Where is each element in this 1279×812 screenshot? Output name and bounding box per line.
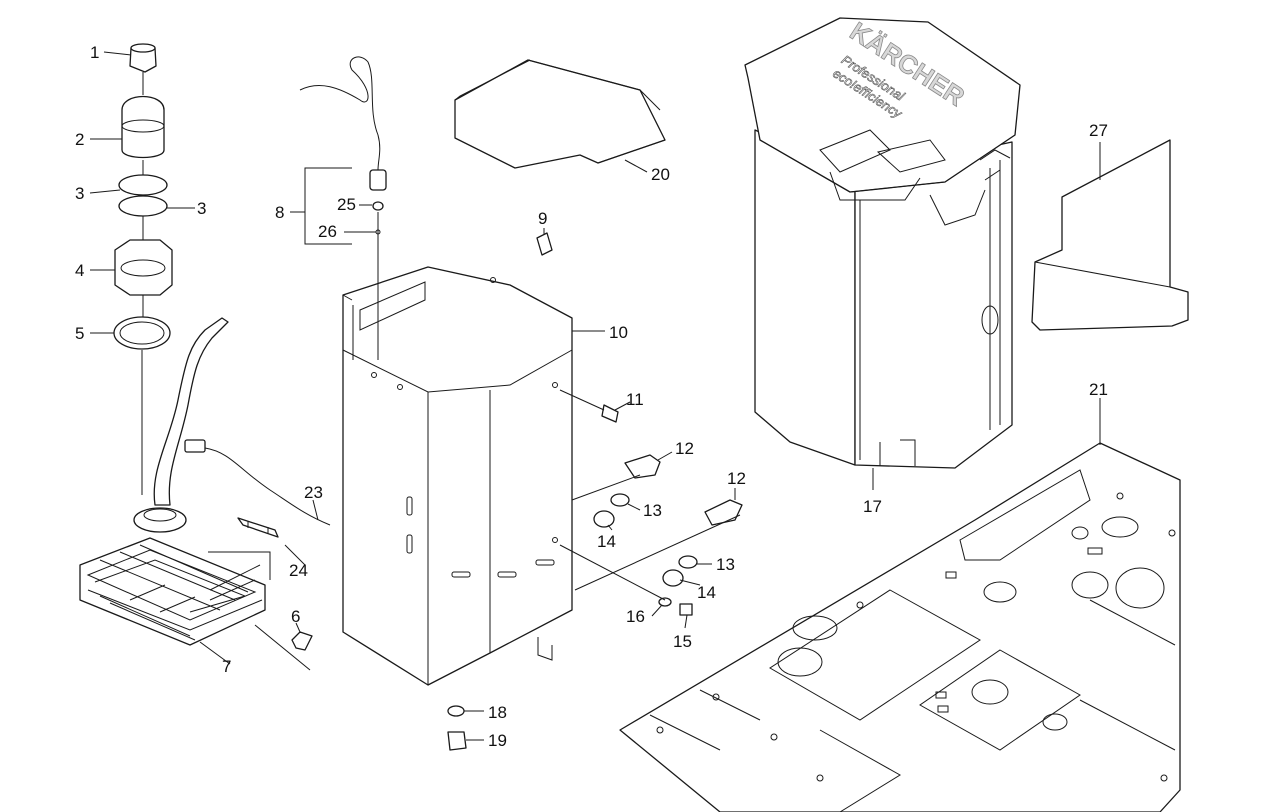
label-9: 9 — [538, 209, 547, 228]
label-12b: 12 — [727, 469, 746, 488]
heating-coil — [79, 317, 266, 646]
label-13b: 13 — [716, 555, 735, 574]
label-7: 7 — [222, 657, 231, 676]
label-26: 26 — [318, 222, 337, 241]
label-8: 8 — [275, 203, 284, 222]
label-4: 4 — [75, 261, 84, 280]
tank-housing: KÄRCHER Professional eco!efficiency — [744, 15, 1021, 469]
label-20: 20 — [651, 165, 670, 184]
label-23: 23 — [304, 483, 323, 502]
leader-lines — [89, 51, 1101, 741]
label-16: 16 — [626, 607, 645, 626]
insulation-plate — [454, 59, 666, 169]
clip — [237, 517, 279, 538]
label-3a: 3 — [75, 184, 84, 203]
label-13a: 13 — [643, 501, 662, 520]
label-14a: 14 — [597, 532, 616, 551]
drain-parts — [447, 232, 553, 751]
label-24: 24 — [289, 561, 308, 580]
label-14b: 14 — [697, 583, 716, 602]
label-5: 5 — [75, 324, 84, 343]
label-27: 27 — [1089, 121, 1108, 140]
label-12a: 12 — [675, 439, 694, 458]
part-number-labels: 1 2 3 3 4 5 6 7 8 9 10 11 12 12 13 13 14… — [75, 43, 1108, 750]
sensor-cable — [184, 439, 331, 526]
sensor-probe — [299, 56, 387, 360]
cover-panel — [1031, 139, 1189, 331]
label-10: 10 — [609, 323, 628, 342]
elbow-fittings — [559, 389, 743, 616]
clamp — [291, 631, 313, 651]
label-1: 1 — [90, 43, 99, 62]
label-19: 19 — [488, 731, 507, 750]
inner-tank — [342, 266, 573, 686]
label-2: 2 — [75, 130, 84, 149]
label-3b: 3 — [197, 199, 206, 218]
label-6: 6 — [291, 607, 300, 626]
base-plate — [619, 442, 1181, 812]
label-25: 25 — [337, 195, 356, 214]
fill-cap-assembly — [113, 43, 173, 495]
label-11: 11 — [626, 390, 644, 409]
label-21: 21 — [1089, 380, 1108, 399]
label-15: 15 — [673, 632, 692, 651]
label-17: 17 — [863, 497, 882, 516]
label-18: 18 — [488, 703, 507, 722]
